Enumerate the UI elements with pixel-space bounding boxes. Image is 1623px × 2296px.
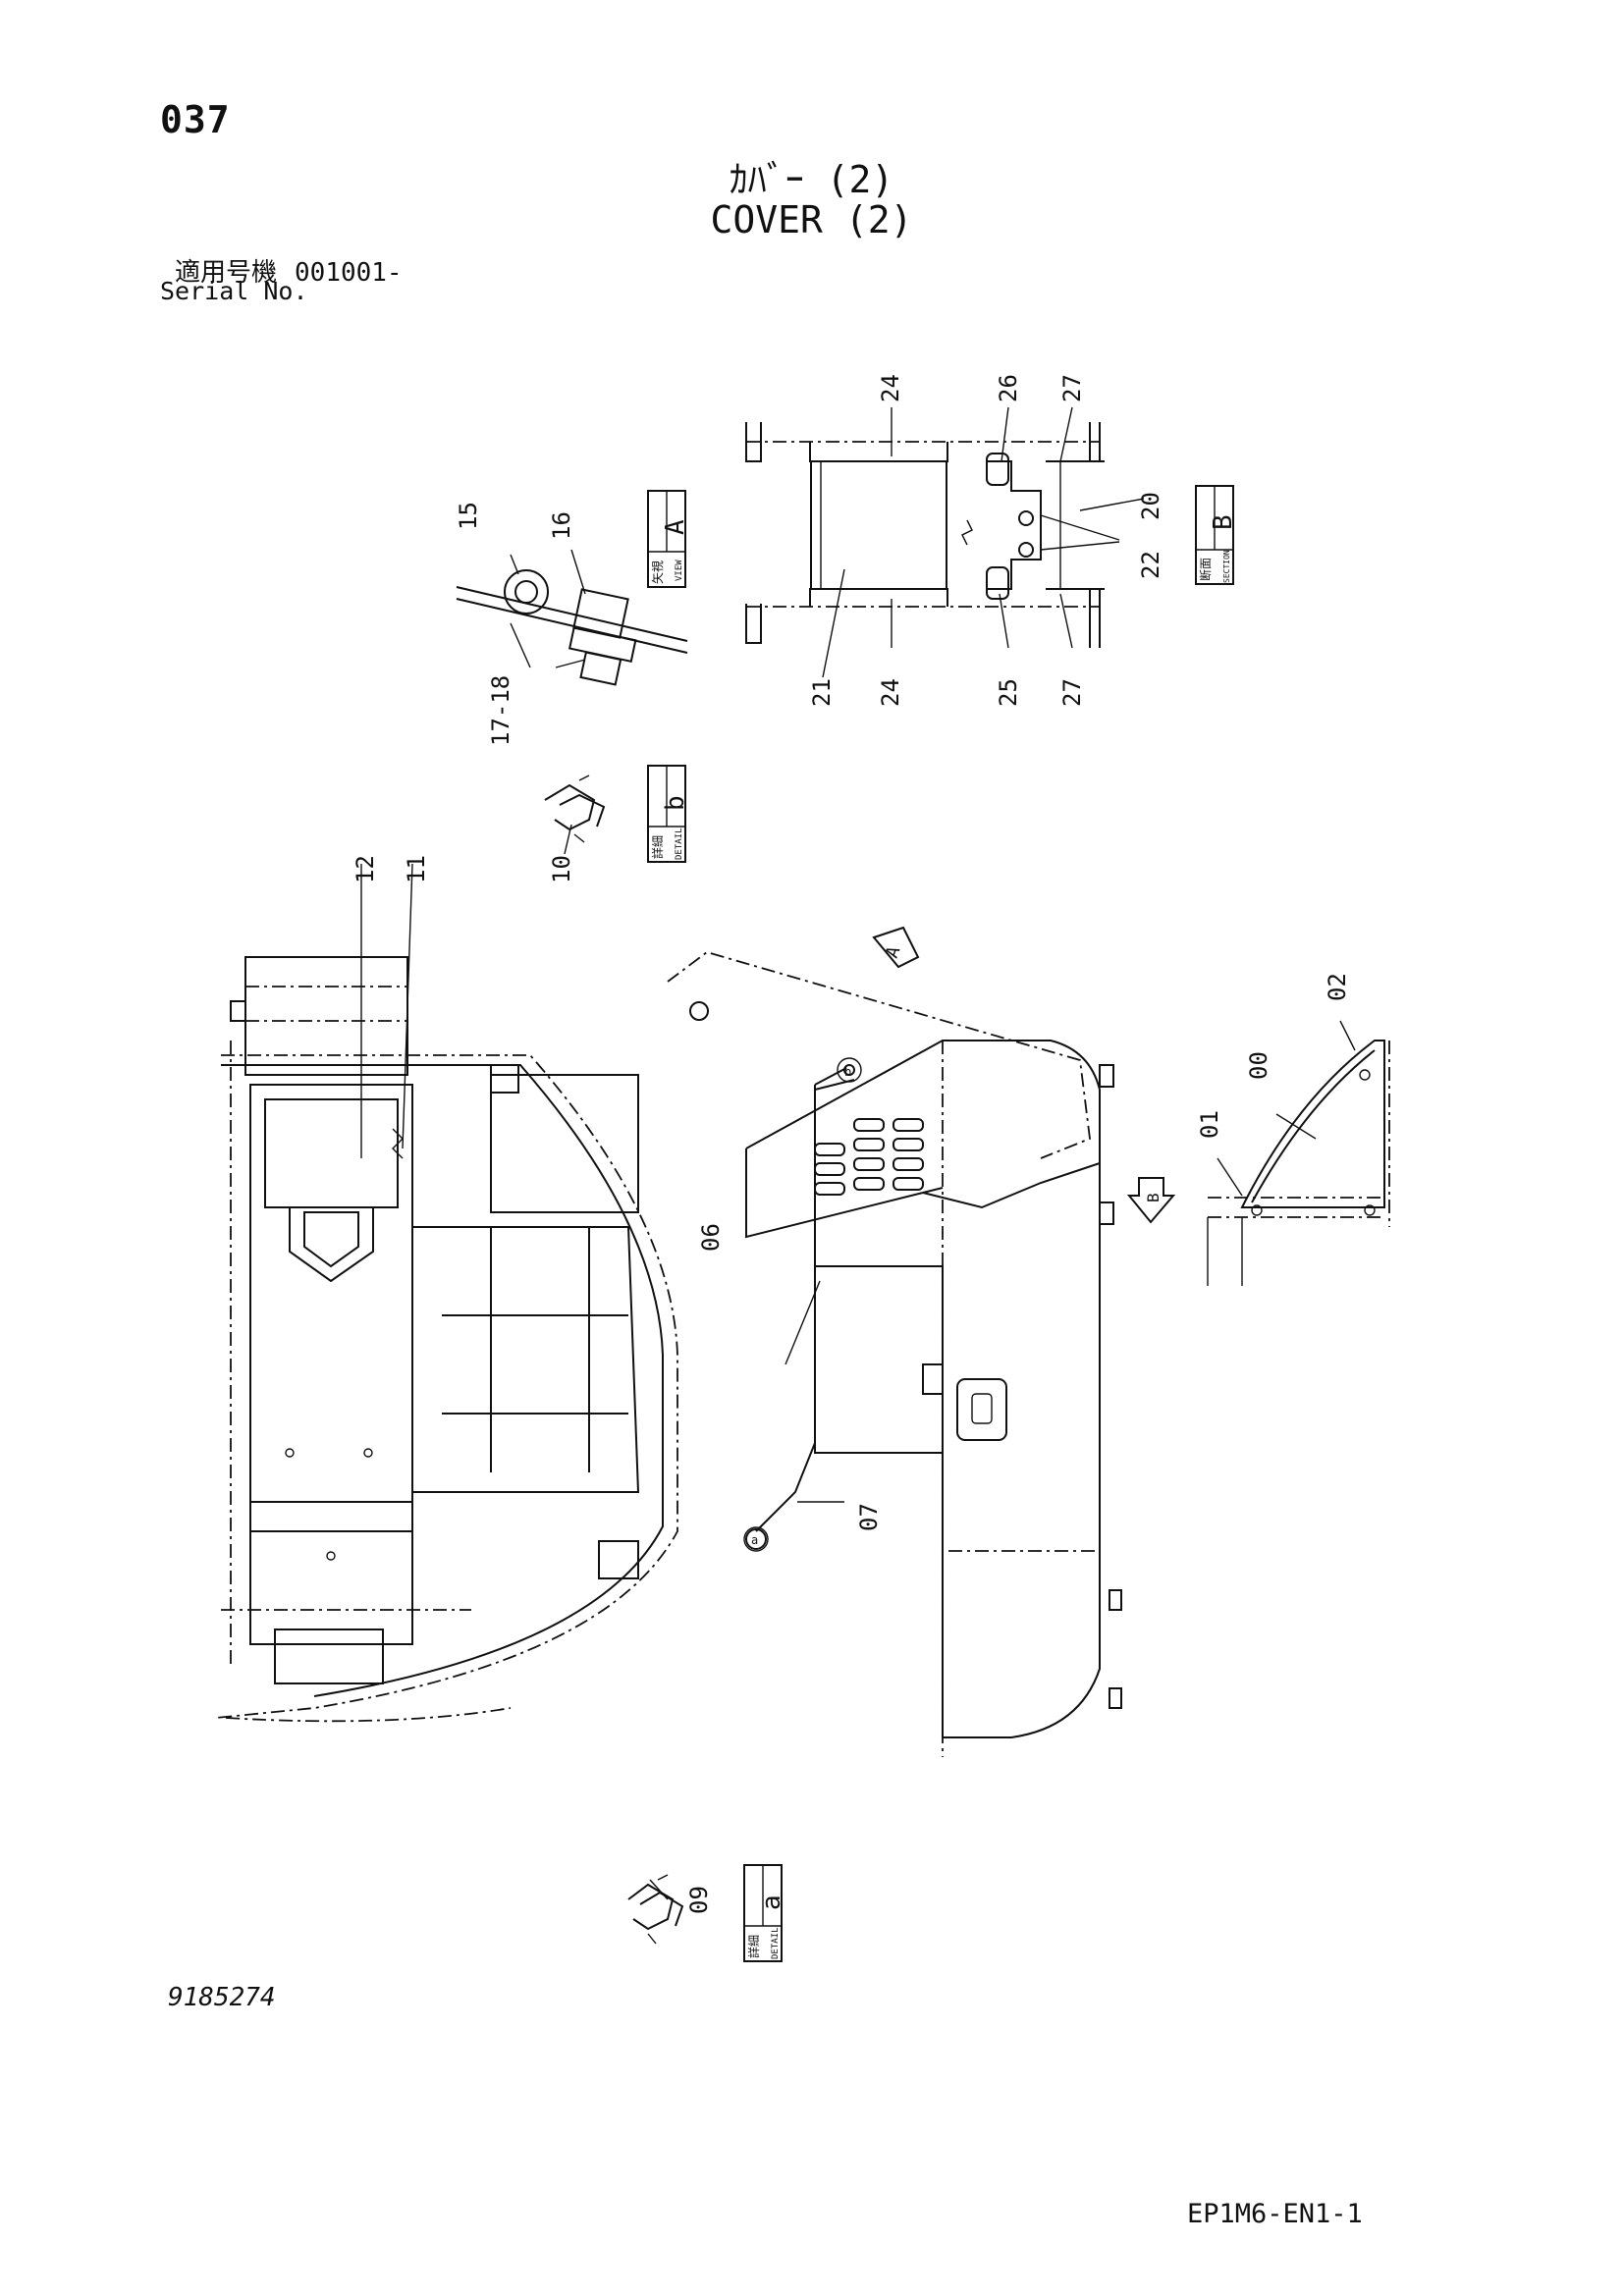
section-b-leaders [822,406,1145,678]
marker-b-letter: b [844,1065,851,1079]
center-cover-view [667,951,1122,1757]
section-b-arrow: B [1126,1177,1176,1224]
view-a-arrow: A [872,926,920,969]
callout-09: 09 [685,1886,713,1914]
detail-b-clip [544,774,606,855]
view-a-letter: A [661,519,690,535]
document-id: 9185274 [168,1983,276,2012]
detail-b-label: b 詳細 DETAIL [647,765,690,863]
detail-a-clip [627,1874,684,1945]
callout-00: 00 [1245,1051,1272,1080]
callout-16: 16 [548,511,575,540]
callout-02: 02 [1324,973,1351,1001]
serial-label-japanese: 適用号機 [175,258,278,288]
serial-label-english: Serial No. [160,277,308,305]
view-a-caption-jp: 矢視 [650,561,665,584]
section-b-label: B 断面 SECTION [1195,485,1238,585]
marker-b-circle: b [837,1057,862,1083]
detail-a-caption-en: DETAIL [771,1927,781,1959]
section-b-letter: B [1209,514,1238,530]
serial-value: 001001- [295,258,403,288]
detail-b-caption-jp: 詳細 [650,835,665,859]
callout-07: 07 [855,1503,883,1531]
callout-24-top: 24 [877,374,904,402]
corner-cover-view [1207,1020,1390,1286]
section-b-arrow-letter: B [1144,1193,1163,1202]
callout-27-bottom: 27 [1058,678,1086,707]
page-number: 037 [160,98,231,141]
left-frame-view [215,863,678,1723]
marker-a-circle: a [743,1526,769,1552]
callout-20: 20 [1137,492,1164,520]
view-a-arrow-letter: A [882,943,904,961]
detail-b-caption-en: DETAIL [675,828,684,860]
callout-21: 21 [808,678,836,707]
callout-24-bottom: 24 [877,678,904,707]
section-b-caption-jp: 断面 [1198,558,1213,581]
detail-a-caption-jp: 詳細 [746,1935,761,1958]
view-a-hinge-detail [456,549,688,686]
callout-01: 01 [1196,1110,1223,1139]
vent-louvers [814,1118,924,1196]
callout-26: 26 [995,374,1022,402]
serial-row-japanese: 適用号機 001001- [175,252,403,289]
reference-code: EP1M6-EN1-1 [1187,2199,1363,2229]
callout-27-top: 27 [1058,374,1086,402]
callout-25: 25 [995,678,1022,707]
section-b-drawing [745,422,1120,648]
callout-15: 15 [455,502,482,530]
callout-22: 22 [1137,551,1164,579]
section-b-caption-en: SECTION [1222,550,1231,583]
marker-a-letter: a [751,1533,758,1547]
view-a-label: A 矢視 VIEW [647,490,690,588]
detail-a-letter: a [757,1895,786,1910]
title-japanese: ｶﾊﾞｰ (2) [729,158,894,201]
callout-11: 11 [403,855,430,883]
callout-12: 12 [352,855,379,883]
view-a-caption-en: VIEW [675,560,684,581]
callout-06: 06 [697,1223,725,1252]
callout-17-18: 17-18 [487,675,514,746]
detail-b-letter: b [661,795,690,811]
detail-a-label: a 詳細 DETAIL [743,1864,786,1962]
callout-10: 10 [548,855,575,883]
title-english: COVER (2) [710,198,913,241]
